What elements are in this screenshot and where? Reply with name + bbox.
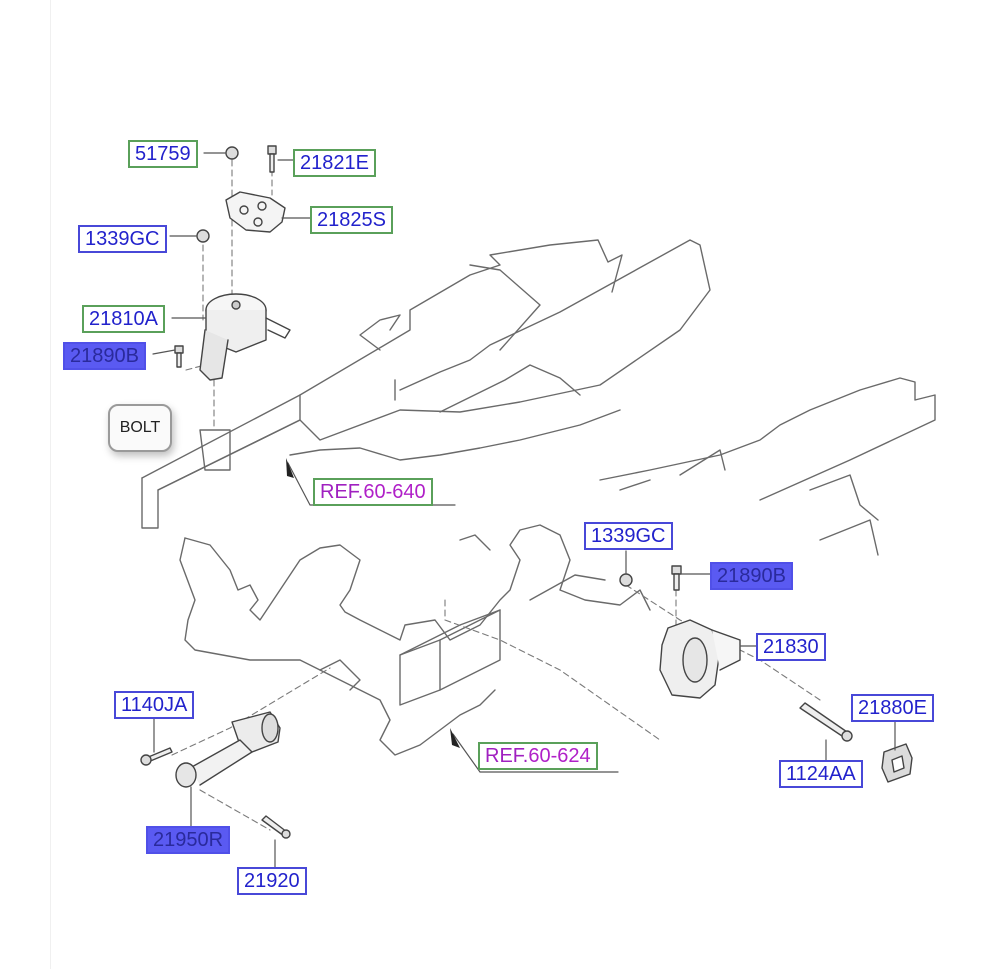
front-side-member: [141, 239, 711, 529]
bolt-21890B-right: [671, 565, 682, 591]
nut-1339GC-top: [196, 229, 210, 243]
part-label-51759[interactable]: 51759: [128, 140, 198, 168]
roll-rod-21950R: [175, 711, 281, 788]
ref-prefix: REF.: [485, 745, 529, 767]
nut-1339GC-right: [619, 573, 633, 587]
bolt-21890B-left: [174, 345, 184, 368]
bolt-21920: [261, 815, 291, 839]
part-label-21890B-left[interactable]: 21890B: [63, 342, 146, 370]
part-label-1124AA[interactable]: 1124AA: [779, 760, 863, 788]
part-label-21810A[interactable]: 21810A: [82, 305, 165, 333]
part-label-21950R[interactable]: 21950R: [146, 826, 231, 854]
part-label-1140JA[interactable]: 1140JA: [114, 691, 195, 719]
ref-label-60-640[interactable]: REF.60-640: [313, 478, 433, 506]
part-label-21830[interactable]: 21830: [756, 633, 826, 661]
ref-prefix: REF.: [320, 481, 364, 503]
bolt-1140JA: [140, 747, 173, 766]
nut-51759: [225, 146, 239, 160]
ref-code: 60-624: [528, 745, 591, 767]
bracket-21825S: [225, 191, 286, 233]
ref-code: 60-640: [363, 481, 426, 503]
bolt-button[interactable]: BOLT: [108, 404, 172, 452]
part-label-21825S[interactable]: 21825S: [310, 206, 393, 234]
frame-border: [50, 0, 51, 969]
leader-lines: [152, 152, 896, 869]
part-label-21880E[interactable]: 21880E: [851, 694, 934, 722]
bolt-1124AA: [799, 702, 853, 742]
part-label-1339GC-top[interactable]: 1339GC: [78, 225, 167, 253]
engine-mount-21810A: [199, 293, 291, 381]
bolt-21821E: [267, 145, 277, 173]
part-label-21821E[interactable]: 21821E: [293, 149, 376, 177]
transaxle-mount-21830: [659, 619, 741, 699]
sub-frame-crossmember: [179, 524, 651, 756]
part-label-21920[interactable]: 21920: [237, 867, 307, 895]
reference-arrows: [286, 458, 460, 748]
cover-21880E: [881, 743, 913, 783]
right-side-member: [599, 377, 936, 556]
ref-label-60-624[interactable]: REF.60-624: [478, 742, 598, 770]
part-label-1339GC-right[interactable]: 1339GC: [584, 522, 673, 550]
part-label-21890B-right[interactable]: 21890B: [710, 562, 793, 590]
assembly-lines: [171, 159, 821, 831]
